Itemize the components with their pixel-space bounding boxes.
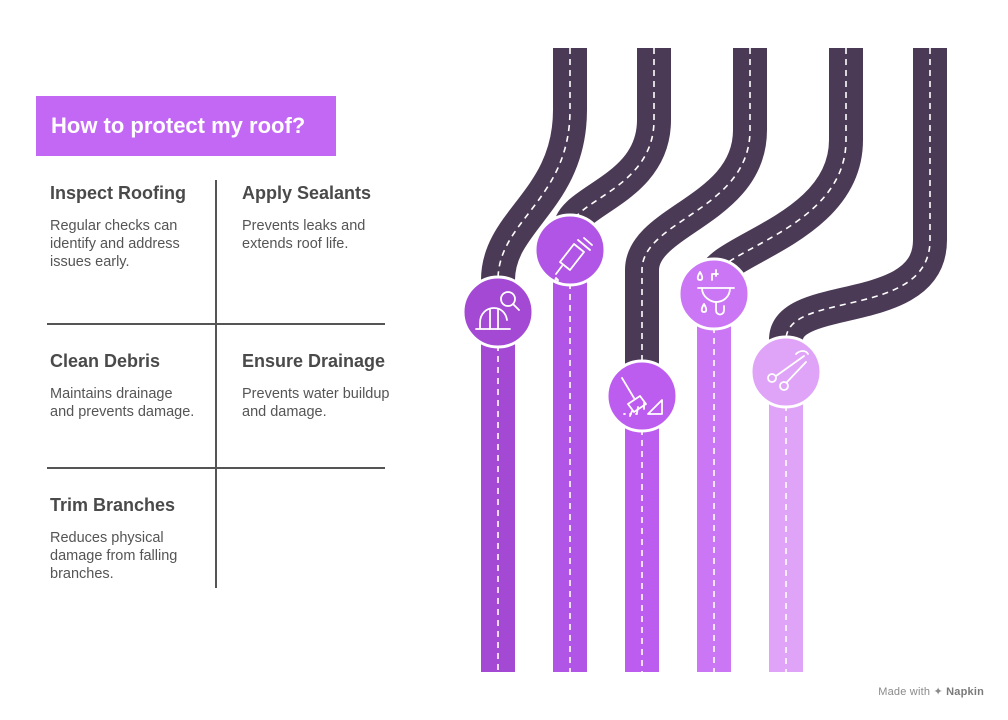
road-lane-dashes <box>497 250 787 672</box>
grid-divider-horizontal-2 <box>47 467 385 469</box>
marker-debris <box>605 359 679 433</box>
step-heading: Clean Debris <box>50 351 161 371</box>
helmet-search-icon <box>475 291 520 330</box>
step-trim-branches: Trim Branches Reduces physical damage fr… <box>50 493 210 583</box>
step-clean-debris: Clean Debris Maintains drainage and prev… <box>50 349 200 421</box>
glue-bottle-icon <box>554 237 593 283</box>
page-title: How to protect my roof? <box>36 96 336 156</box>
footer-prefix: Made with <box>878 686 931 698</box>
step-description: Prevents water buildup and damage. <box>242 386 390 420</box>
footer-brand: Napkin <box>946 686 984 698</box>
marker-drainage <box>677 257 751 331</box>
step-description: Prevents leaks and extends roof life. <box>242 218 366 252</box>
step-inspect-roofing: Inspect Roofing Regular checks can ident… <box>50 181 200 271</box>
step-heading: Trim Branches <box>50 495 176 515</box>
napkin-logo-icon: ✦ <box>933 686 943 698</box>
step-description: Regular checks can identify and address … <box>50 218 180 270</box>
grid-divider-horizontal-1 <box>47 323 385 325</box>
step-apply-sealants: Apply Sealants Prevents leaks and extend… <box>242 181 392 253</box>
step-heading: Inspect Roofing <box>50 183 186 203</box>
sink-drain-icon <box>696 269 735 316</box>
marker-branches <box>749 335 823 409</box>
grid-divider-vertical <box>215 180 217 588</box>
step-ensure-drainage: Ensure Drainage Prevents water buildup a… <box>242 349 392 421</box>
step-description: Reduces physical damage from falling bra… <box>50 530 178 582</box>
step-heading: Ensure Drainage <box>242 351 386 371</box>
roads-illustration <box>461 48 947 672</box>
step-description: Maintains drainage and prevents damage. <box>50 386 195 420</box>
step-heading: Apply Sealants <box>242 183 372 203</box>
footer-credit: Made with ✦ Napkin <box>878 685 984 698</box>
scissors-icon <box>767 350 809 391</box>
rake-icon <box>621 377 663 417</box>
